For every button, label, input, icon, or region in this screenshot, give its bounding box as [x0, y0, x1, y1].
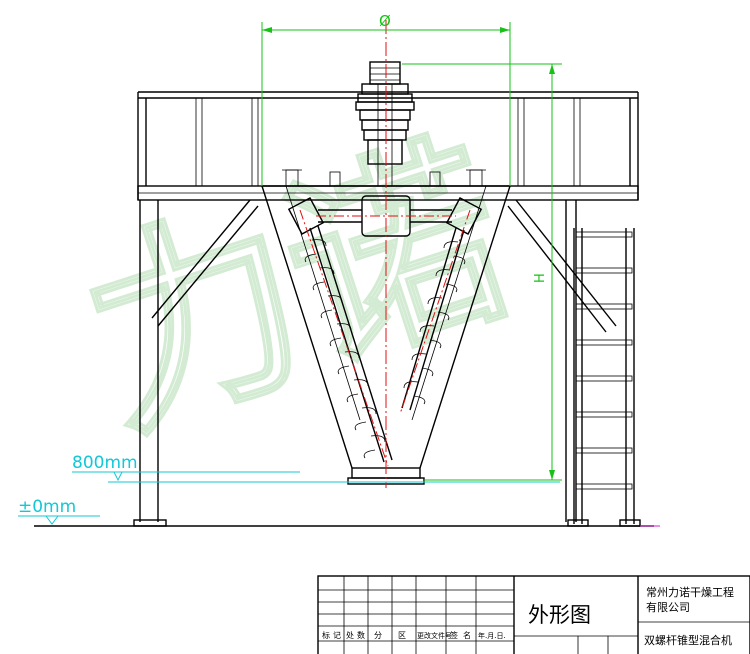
company-name-line1: 常州力诺干燥工程 [646, 586, 734, 599]
support-legs [133, 199, 617, 527]
level-800-label: 800mm [72, 453, 138, 473]
revision-header-9: 年.月.日. [478, 631, 506, 640]
revision-header-2: 处 [346, 630, 354, 640]
level-mark-800: 800mm [72, 453, 560, 483]
revision-header-0: 标 [322, 630, 330, 640]
level-mark-ground: ±0mm [18, 497, 100, 525]
dimension-diameter: Ø [261, 12, 511, 186]
left-screw [304, 225, 393, 463]
drive-unit [282, 61, 486, 187]
revision-header-3: 数 [357, 630, 365, 640]
right-screw [401, 227, 466, 411]
level-ground-label: ±0mm [18, 497, 76, 517]
diameter-label: Ø [379, 12, 391, 30]
height-label: H [533, 273, 548, 283]
revision-header-6: 更改文件号 [417, 631, 452, 640]
conical-vessel [261, 185, 511, 485]
revision-header-1: 记 [333, 631, 341, 640]
watermark: 力诺 [57, 105, 535, 471]
company-name-line2: 有限公司 [646, 600, 690, 614]
dimension-height: H [402, 63, 562, 481]
revision-header-4: 分 [374, 631, 382, 640]
centerlines [299, 20, 471, 488]
watermark-text: 力诺 [59, 107, 534, 470]
title-block: 标 记 处 数 分 区 更改文件号 签 名 年.月.日. 外形图 常州力诺干燥工… [317, 575, 750, 654]
product-name: 双螺杆锥型混合机 [644, 633, 732, 647]
drawing-title: 外形图 [528, 603, 591, 627]
access-ladder [567, 228, 641, 527]
revision-header-7: 签 [450, 630, 458, 640]
revision-header-5: 区 [398, 631, 406, 640]
revision-header-8: 名 [463, 630, 471, 640]
